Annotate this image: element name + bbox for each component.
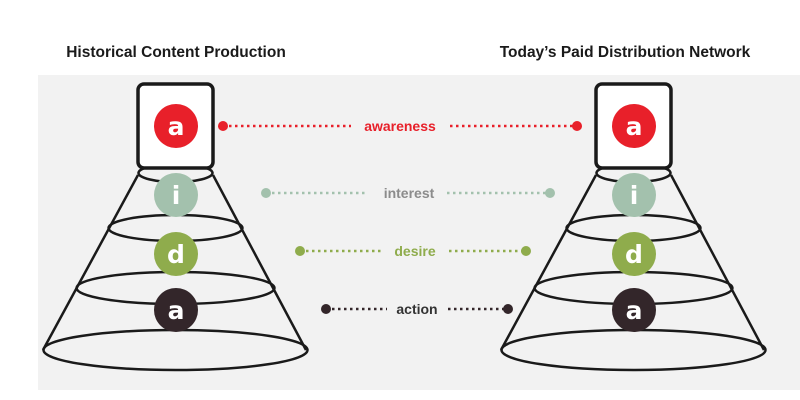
left-interest-letter: i	[172, 181, 181, 210]
awareness-right-endpoint	[572, 121, 582, 131]
left-funnel-right-side	[211, 174, 308, 351]
left-funnel-left-side	[41, 174, 140, 351]
right-action-circle	[612, 288, 656, 332]
right-desire-circle	[612, 232, 656, 276]
right-desire-letter: d	[625, 240, 643, 269]
right-action-letter: a	[626, 296, 643, 325]
left-desire-circle	[154, 232, 198, 276]
right-stage-circles: a i d a	[612, 104, 656, 332]
interest-left-endpoint	[261, 188, 271, 198]
connector-action: action	[321, 301, 513, 317]
action-right-endpoint	[503, 304, 513, 314]
connector-interest: interest	[261, 185, 555, 201]
right-awareness-circle	[612, 104, 656, 148]
right-interest-letter: i	[630, 181, 639, 210]
interest-right-endpoint	[545, 188, 555, 198]
awareness-left-endpoint	[218, 121, 228, 131]
left-awareness-letter: a	[168, 112, 185, 141]
left-action-letter: a	[168, 296, 185, 325]
desire-right-endpoint	[521, 246, 531, 256]
action-left-endpoint	[321, 304, 331, 314]
right-awareness-letter: a	[626, 112, 643, 141]
connector-desire: desire	[295, 243, 531, 259]
left-stage-circles: a i d a	[154, 104, 198, 332]
right-interest-circle	[612, 173, 656, 217]
left-interest-circle	[154, 173, 198, 217]
action-label: action	[396, 301, 437, 317]
left-desire-letter: d	[167, 240, 185, 269]
left-awareness-circle	[154, 104, 198, 148]
left-action-circle	[154, 288, 198, 332]
awareness-label: awareness	[364, 118, 436, 134]
connector-awareness: awareness	[218, 118, 582, 134]
right-funnel-left-side	[499, 174, 598, 351]
desire-left-endpoint	[295, 246, 305, 256]
interest-label: interest	[384, 185, 435, 201]
right-funnel-right-side	[669, 174, 766, 351]
left-funnel-title: Historical Content Production	[66, 44, 286, 61]
left-funnel	[41, 82, 309, 372]
desire-label: desire	[394, 243, 435, 259]
right-funnel-title: Today’s Paid Distribution Network	[500, 44, 751, 61]
